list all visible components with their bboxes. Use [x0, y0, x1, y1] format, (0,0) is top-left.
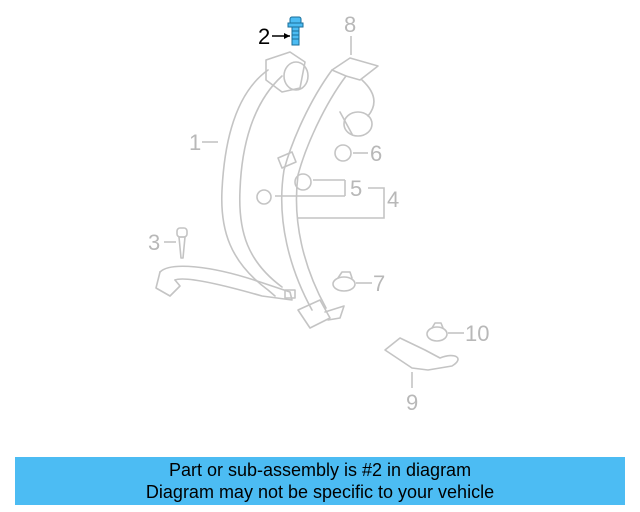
callout-4: 4	[387, 187, 399, 212]
callout-7: 7	[373, 271, 385, 296]
part-2-bolt	[272, 16, 304, 46]
parts-diagram: 1 2 3 4 5 6 7 8 9 10	[148, 12, 489, 415]
callout-9: 9	[406, 390, 418, 415]
callout-2: 2	[258, 24, 270, 49]
banner-line-2: Diagram may not be specific to your vehi…	[145, 482, 495, 502]
part-5-grommet-b	[256, 189, 272, 205]
callout-8: 8	[344, 12, 356, 37]
part-4-belt	[277, 57, 379, 329]
callout-1: 1	[189, 130, 201, 155]
part-5-grommet-a	[294, 173, 312, 191]
part-9-buckle	[384, 337, 459, 388]
callout-5: 5	[350, 176, 362, 201]
part-6-cap	[334, 144, 352, 162]
callout-6: 6	[370, 141, 382, 166]
callout-10: 10	[465, 321, 489, 346]
part-1-belt	[155, 51, 309, 301]
info-banner: Part or sub-assembly is #2 in diagram Di…	[15, 457, 625, 505]
part-3-screw	[164, 227, 188, 259]
part-7-nut	[332, 271, 372, 292]
callout-3: 3	[148, 230, 160, 255]
part-10-nut	[426, 322, 464, 342]
banner-line-1: Part or sub-assembly is #2 in diagram	[168, 460, 472, 480]
